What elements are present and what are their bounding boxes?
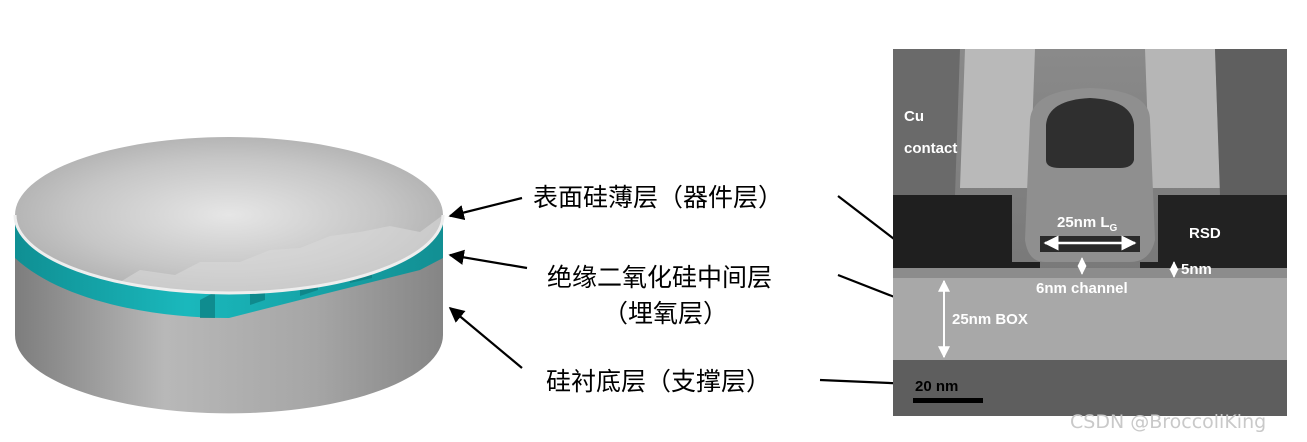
device-layer-label: 表面硅薄层（器件层） xyxy=(533,183,783,212)
tem-micrograph: Cu contact RSD 25nm LG 6nm channel 5nm 2… xyxy=(893,49,1287,416)
soi-wafer-illustration xyxy=(15,137,443,413)
tem-scale-label: 20 nm xyxy=(915,378,958,395)
substrate-label: 硅衬底层（支撑层） xyxy=(546,367,771,396)
watermark: CSDN @BroccoliKing xyxy=(1070,411,1266,433)
tem-box-label: 25nm BOX xyxy=(952,311,1028,328)
tem-gate xyxy=(1046,98,1134,168)
arrow-to-oxide-layer xyxy=(450,255,527,268)
buried-oxide-label: 绝缘二氧化硅中间层 xyxy=(547,263,772,292)
buried-oxide-sublabel: （埋氧层） xyxy=(603,299,728,328)
arrow-to-substrate xyxy=(450,308,522,368)
tem-thickness-label: 5nm xyxy=(1181,261,1212,278)
tem-contact-label: contact xyxy=(904,140,957,157)
arrow-to-device-layer xyxy=(450,198,522,216)
tem-channel-label: 6nm channel xyxy=(1036,280,1128,297)
tem-rsd-label: RSD xyxy=(1189,225,1221,242)
tem-cu-label: Cu xyxy=(904,108,924,125)
tem-scale-bar xyxy=(913,398,983,403)
